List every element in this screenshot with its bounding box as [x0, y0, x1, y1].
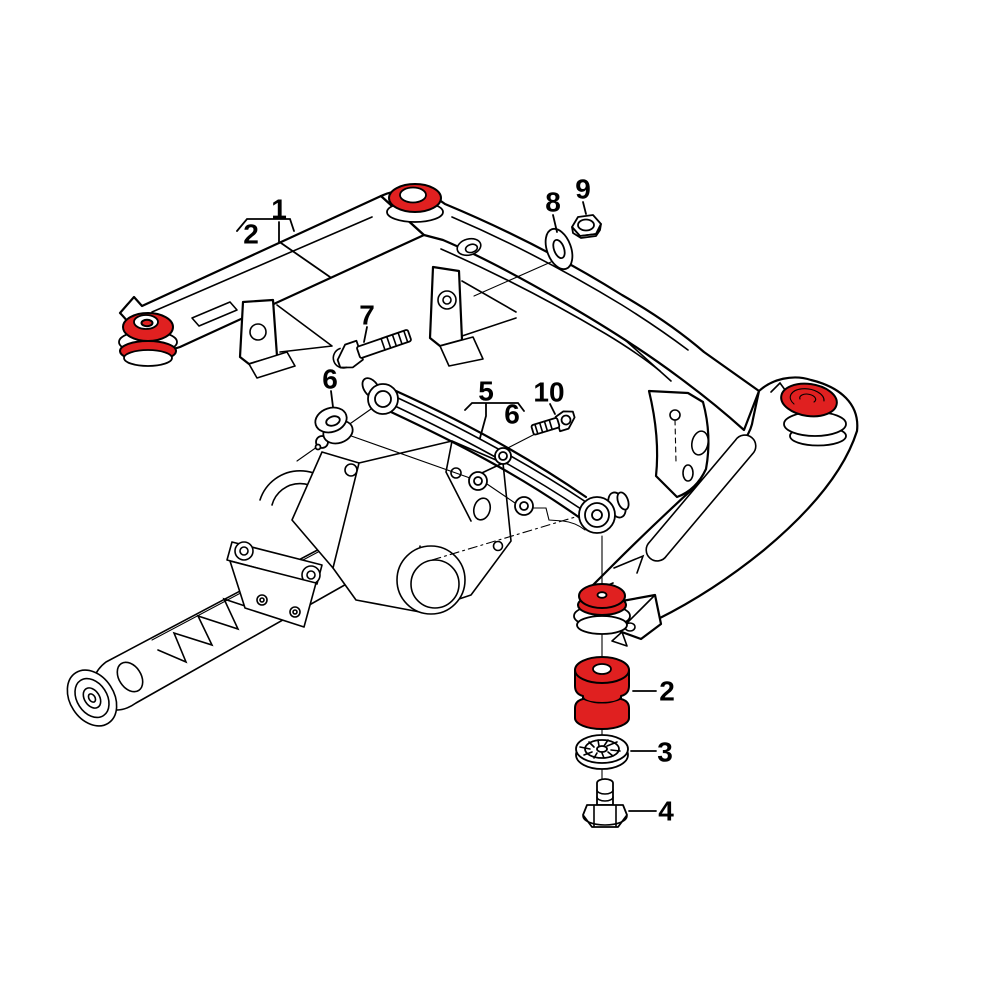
- callout-1: 1: [271, 194, 287, 225]
- subframe-right-arm: [585, 376, 859, 632]
- bushing-6: [314, 406, 354, 451]
- callout-8: 8: [545, 187, 561, 218]
- diff-end-cap: [66, 669, 118, 727]
- diff-front-bracket: [226, 541, 323, 628]
- subframe-bushing-top-icon: [386, 183, 444, 223]
- washer-3: [575, 734, 629, 770]
- callout-10: 10: [533, 377, 564, 408]
- differential: [66, 440, 512, 727]
- washer-8: [544, 227, 574, 271]
- subframe-gusset-mid: [428, 265, 517, 367]
- right-arm-slot: [645, 434, 757, 562]
- callout-4: 4: [658, 796, 674, 827]
- bolt-7: [332, 329, 412, 369]
- nut-9: [571, 214, 602, 239]
- diff-body: [332, 440, 512, 613]
- callout-2-right: 2: [659, 676, 675, 707]
- callout-3: 3: [657, 737, 673, 768]
- fasteners: [314, 214, 629, 828]
- bolt-10: [530, 410, 576, 436]
- subframe: [118, 189, 859, 647]
- callout-9: 9: [575, 174, 591, 205]
- subframe-bushing-lower-icon: [573, 583, 631, 635]
- callouts: 1 2 7 6 5 6 10 8 9 2 3 4: [236, 174, 675, 827]
- subframe-bushing-front-left-icon: [118, 312, 178, 367]
- rail-hole: [456, 237, 482, 257]
- callout-6-left: 6: [322, 364, 338, 395]
- subframe-window: [191, 301, 238, 327]
- callout-1-2-bracket: [236, 218, 331, 278]
- bushing-part-2-icon: [574, 656, 630, 730]
- callout-5-6-bracket: [464, 402, 525, 439]
- subframe-bushing-right-icon: [780, 382, 847, 447]
- arm-tip-bracket: [611, 593, 663, 647]
- callout-6-mid: 6: [504, 399, 520, 430]
- callout-7: 7: [359, 300, 375, 331]
- callout-5: 5: [478, 376, 494, 407]
- subframe-gusset-left: [238, 298, 333, 379]
- callout-2-left: 2: [243, 219, 259, 250]
- washer-3-spokes: [579, 739, 621, 759]
- highlighted-bushings: [118, 183, 847, 730]
- bolt-4: [582, 778, 628, 828]
- link-arm: [361, 377, 630, 534]
